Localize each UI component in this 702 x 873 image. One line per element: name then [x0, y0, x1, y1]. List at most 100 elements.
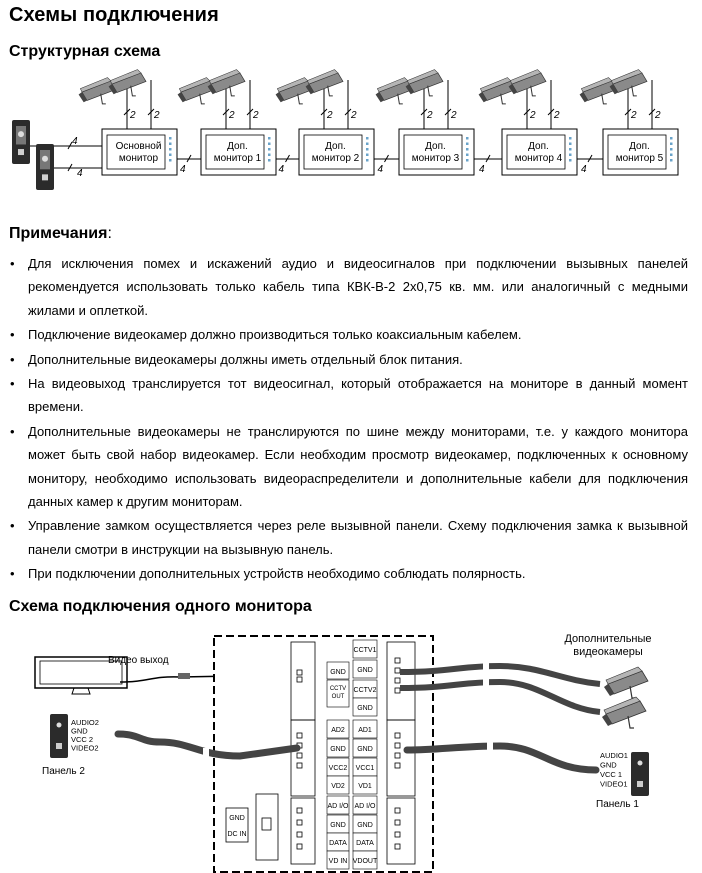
cable-tick	[547, 108, 555, 116]
connector-pin	[296, 831, 303, 838]
monitor-led	[268, 142, 271, 145]
power-label: DC IN	[227, 831, 246, 838]
connector-pin	[394, 843, 401, 850]
panel-lens	[42, 155, 48, 162]
monitor-led	[670, 148, 673, 151]
note-item: Подключение видеокамер должно производит…	[0, 323, 702, 347]
cable-tick	[624, 108, 632, 116]
monitor-led	[466, 142, 469, 145]
single-diagram-title: Схема подключения одного монитора	[9, 598, 312, 615]
connector-pin	[394, 819, 401, 826]
terminal-box	[326, 850, 350, 870]
video-out-label: Видео выход	[108, 655, 169, 666]
monitor-screen	[506, 134, 566, 170]
monitor-label: Доп.монитор 2	[312, 141, 360, 164]
camera-icon	[275, 77, 314, 105]
cable-label: 4	[479, 164, 485, 175]
notes-list: Для исключения помех и искажений аудио и…	[0, 252, 702, 587]
monitor-led	[268, 159, 271, 162]
terminal-label: GND	[330, 669, 346, 676]
note-item: Для исключения помех и искажений аудио и…	[0, 252, 702, 322]
camera-icon	[602, 696, 647, 729]
connector-pin	[296, 807, 303, 814]
page-title: Схемы подключения	[9, 4, 219, 26]
monitor-led	[366, 153, 369, 156]
panel-button	[637, 781, 643, 787]
monitor-led	[169, 159, 172, 162]
power-label: GND	[229, 815, 245, 822]
cable-tick	[648, 108, 656, 116]
notes-title: Примечания:	[9, 225, 112, 242]
terminal-box	[326, 795, 350, 815]
monitor-screen	[205, 134, 265, 170]
wire-label: AUDIO1	[600, 751, 628, 760]
terminal-box	[352, 659, 378, 679]
cable-label: 4	[279, 164, 285, 175]
terminal-label: AD1	[358, 727, 372, 734]
monitor-led	[466, 159, 469, 162]
terminal-label: VCC1	[356, 765, 375, 772]
cable-label: 2	[553, 110, 560, 121]
panel-lens	[56, 722, 62, 728]
tv-icon	[34, 656, 128, 689]
monitor-screen	[403, 134, 463, 170]
connector-block	[386, 719, 416, 797]
wire-label: VCC 1	[600, 770, 622, 779]
camera-cable	[399, 662, 601, 687]
terminal-label: VDOUT	[353, 858, 378, 865]
cable-tick	[587, 154, 593, 163]
cable-label: 2	[450, 110, 457, 121]
connector-block	[290, 797, 316, 865]
monitor-led	[169, 153, 172, 156]
camera-icon	[508, 69, 547, 97]
wire-label: VIDEO2	[71, 744, 99, 753]
connector-pin	[394, 667, 401, 674]
terminal-box	[352, 795, 378, 815]
connector-pin	[296, 752, 303, 759]
cable-label: 2	[529, 110, 536, 121]
camera-icon	[375, 77, 414, 105]
cable-label: 2	[350, 110, 357, 121]
cable-tick	[123, 108, 131, 116]
monitor-screen	[303, 134, 363, 170]
terminal-label: AD I/O	[327, 803, 349, 810]
connector-pin	[394, 677, 401, 684]
connector-pin	[296, 819, 303, 826]
cable-break	[483, 660, 489, 690]
camera-icon	[108, 69, 147, 97]
connector-pin	[394, 752, 401, 759]
panel-1-cable	[403, 742, 600, 774]
panel-lens	[18, 131, 24, 138]
camera-icon	[579, 77, 618, 105]
terminal-label: GND	[357, 705, 373, 712]
panel-2-cable	[114, 730, 301, 760]
cable-label: 4	[180, 164, 186, 175]
monitor-led	[169, 142, 172, 145]
note-item: При подключении дополнительных устройств…	[0, 562, 702, 586]
tv-stand	[71, 687, 91, 695]
cable-label: 2	[426, 110, 433, 121]
cable-label: 4	[77, 168, 83, 179]
power-jack-block	[255, 793, 279, 861]
terminal-box	[352, 775, 378, 795]
terminal-label: VD IN	[329, 858, 348, 865]
terminal-label: GND	[357, 822, 373, 829]
terminal-label: GND	[357, 667, 373, 674]
note-item: На видеовыход транслируется тот видеосиг…	[0, 372, 702, 419]
connector-pin	[296, 669, 303, 676]
monitor-led	[569, 153, 572, 156]
terminal-box	[352, 697, 378, 717]
wire-label: GND	[600, 761, 617, 770]
structure-diagram-title: Структурная схема	[9, 43, 161, 60]
monitor-led	[366, 142, 369, 145]
camera-icon	[78, 77, 117, 105]
terminal-label: GND	[357, 746, 373, 753]
wire-label: GND	[71, 727, 88, 736]
cable-label: 2	[630, 110, 637, 121]
terminal-label: GND	[330, 746, 346, 753]
monitor-led	[569, 148, 572, 151]
terminal-label: DATA	[356, 840, 374, 847]
